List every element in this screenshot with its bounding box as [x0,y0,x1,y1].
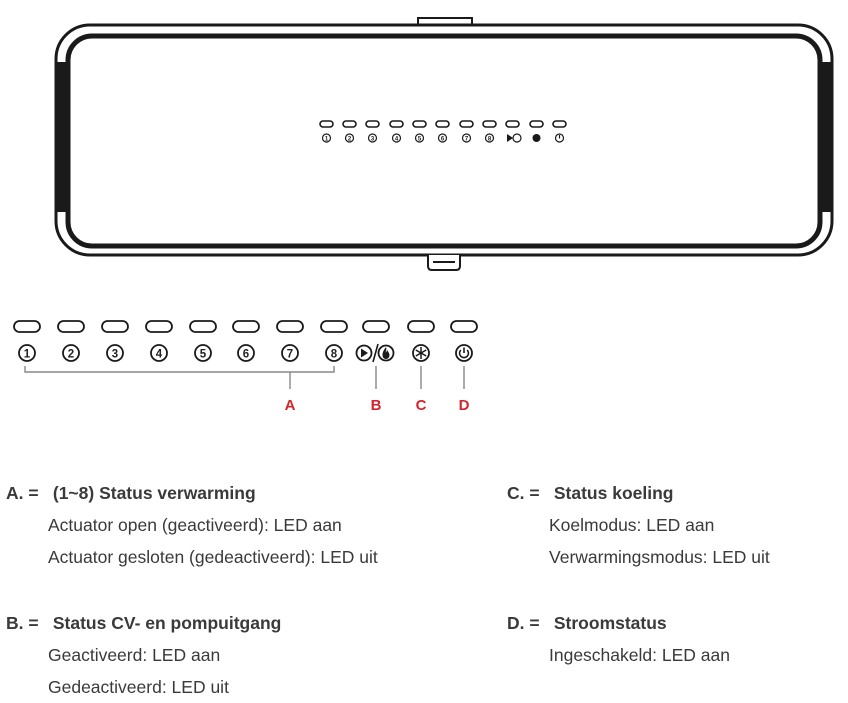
device-led-pump [505,120,522,143]
device-led-power [552,120,567,143]
led-bar-cool [407,320,435,333]
legend-b: B. = Status CV- en pompuitgang Geactivee… [6,607,281,703]
device-led-label-2: 2 [348,137,352,143]
device-led-label-4: 4 [395,137,399,143]
led-label-2: 2 [68,349,74,361]
device-led-4: 4 [389,120,404,143]
legend-b-line-1: Geactiveerd: LED aan [48,645,221,665]
led-label-1: 1 [24,349,31,361]
legend-b-title: Status CV- en pompuitgang [52,613,282,633]
device-led-1: 1 [319,120,334,143]
bracket-a [24,366,335,373]
device-led-cool [529,120,544,142]
inner-panel [65,33,823,249]
device-led-label-5: 5 [418,137,422,143]
led-label-7: 7 [287,349,293,361]
device-led-8: 8 [482,120,497,143]
legend-b-eq: = [28,613,39,633]
led-label-4: 4 [156,349,163,361]
device-led-5: 5 [412,120,427,143]
led-diagram: 1 2 3 4 5 6 7 8 1 2 3 [13,17,834,414]
led-label-5: 5 [200,349,207,361]
device-led-label-3: 3 [371,137,375,143]
callout-lines [24,366,465,389]
callout-a: A [285,397,296,414]
led-bar-8 [320,320,348,333]
legend-a: A. = (1~8) Status verwarming Actuator op… [6,477,378,573]
legend-a-eq: = [28,483,39,503]
led-bar-1 [13,320,41,333]
legend-a-line-2: Actuator gesloten (gedeactiveerd): LED u… [48,547,378,567]
device-led-6: 6 [435,120,450,143]
led-bar-pump [362,320,390,333]
legend-a-line-1: Actuator open (geactiveerd): LED aan [48,515,342,535]
device-led-label-7: 7 [465,137,469,143]
callout-b: B [371,397,382,414]
led-bar-7 [276,320,304,333]
led-bar-5 [189,320,217,333]
led-bar-6 [232,320,260,333]
snowflake-icon [412,344,430,362]
led-label-8: 8 [331,349,338,361]
legend-a-key: A. [6,483,24,503]
legend-b-line-2: Gedeactiveerd: LED uit [48,677,229,697]
legend-c-eq: = [529,483,540,503]
legend-c-key: C. [507,483,525,503]
led-bar-4 [145,320,173,333]
device-led-7: 7 [459,120,474,143]
callout-c: C [416,397,427,414]
legend-c-title: Status koeling [553,483,674,503]
device-led-row: 1 2 3 4 5 6 7 8 [319,120,567,143]
enlarged-led-row [13,320,478,362]
callout-d: D [459,397,470,414]
device-led-2: 2 [342,120,357,143]
led-bar-3 [101,320,129,333]
legend-d: D. = Stroomstatus Ingeschakeld: LED aan [507,607,730,671]
legend-c-line-2: Verwarmingsmodus: LED uit [549,547,770,567]
device-housing [54,17,834,271]
legend-d-key: D. [507,613,525,633]
right-side-bar [822,62,832,212]
led-bar-power [450,320,478,333]
legend-c-line-1: Koelmodus: LED aan [549,515,715,535]
led-label-6: 6 [243,349,249,361]
legend-b-key: B. [6,613,24,633]
device-led-3: 3 [365,120,380,143]
legend-d-line-1: Ingeschakeld: LED aan [549,645,730,665]
led-bar-2 [57,320,85,333]
legend-d-eq: = [529,613,540,633]
power-icon [455,344,473,362]
left-side-bar [56,62,66,212]
led-number-labels: 1 2 3 4 5 6 7 8 [24,349,338,361]
device-led-label-8: 8 [488,137,492,143]
legend-d-title: Stroomstatus [553,613,667,633]
device-led-label-1: 1 [325,137,329,143]
legend-c: C. = Status koeling Koelmodus: LED aan V… [507,477,770,573]
led-label-3: 3 [112,349,118,361]
device-led-label-6: 6 [441,137,445,143]
legend-a-title: (1~8) Status verwarming [52,483,256,503]
play-flame-icon [355,343,395,363]
